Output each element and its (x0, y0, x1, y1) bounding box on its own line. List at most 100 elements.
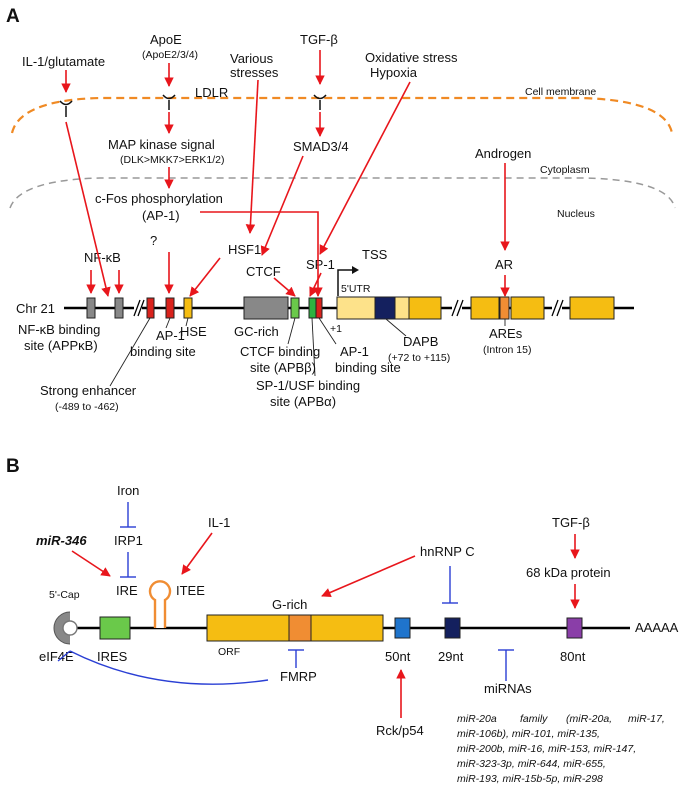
nfkb-site-box-2 (114, 297, 124, 319)
sp1-site-line2: site (APBα) (270, 394, 336, 409)
tss-arrow-icon (337, 269, 352, 296)
ap1-label: (AP-1) (142, 208, 180, 223)
strong-enhancer-box (146, 297, 155, 319)
strong-enhancer-label: Strong enhancer (40, 383, 137, 398)
ctcf-site-box (290, 297, 300, 319)
tgfb-label-b: TGF-β (552, 515, 590, 530)
cap-icon (62, 620, 78, 636)
mirna-l4: miR-323-3p, miR-644, miR-655, (457, 758, 606, 770)
nuclear-membrane-curve (9, 177, 676, 209)
utr-box (336, 296, 376, 320)
cell-membrane-label: Cell membrane (525, 86, 596, 98)
ap1-site2-line2: binding site (335, 360, 401, 375)
question-mark: ? (150, 233, 157, 248)
gc-rich-label: GC-rich (234, 324, 279, 339)
hypoxia-label: Hypoxia (370, 65, 418, 80)
ldlr-label: LDLR (195, 85, 228, 100)
nfkb-site-box-1 (86, 297, 96, 319)
nt80-box (566, 617, 583, 639)
cfos-label: c-Fos phosphorylation (95, 191, 223, 206)
ctcf-site-line2: site (APBβ) (250, 360, 316, 375)
fmrp-label: FMRP (280, 669, 317, 684)
nt50-box (394, 617, 411, 639)
ap1-site-line1: AP-1 (156, 328, 185, 343)
mirna-l5: miR-193, miR-15b-5p, miR-298 (457, 773, 603, 785)
il1-glutamate-label: IL-1/glutamate (22, 54, 105, 69)
ap1-site2-line1: AP-1 (340, 344, 369, 359)
panel-b: B Iron IRP1 miR-346 IL-1 IRE ITEE 5'-Cap… (6, 456, 679, 785)
utr-box-2 (394, 296, 410, 320)
grich-label: G-rich (272, 597, 307, 612)
dapb-range: (+72 to +115) (388, 352, 450, 364)
cytoplasm-label: Cytoplasm (540, 164, 590, 176)
panel-b-letter: B (6, 456, 20, 477)
mirnas-label: miRNAs (484, 681, 532, 696)
ctcf-site-line1: CTCF binding (240, 344, 320, 359)
tgfb-receptor-icon (313, 94, 327, 110)
nt80-label: 80nt (560, 649, 586, 664)
mapk-label: MAP kinase signal (108, 137, 215, 152)
il1-receptor-icon (59, 100, 73, 117)
exon-box-3 (510, 296, 545, 320)
iron-label: Iron (117, 483, 139, 498)
nucleus-label: Nucleus (557, 208, 595, 220)
nt50-label: 50nt (385, 649, 411, 664)
ire-label: IRE (116, 583, 138, 598)
mirna-l2: miR-106b), miR-101, miR-135, (457, 728, 600, 740)
orf-label: ORF (218, 646, 240, 658)
strong-enhancer-range: (-489 to -462) (55, 401, 119, 413)
irp1-label: IRP1 (114, 533, 143, 548)
mirna-l1a: miR-20a (457, 713, 497, 725)
panel-a: A Cell membrane Cytoplasm Nucleus IL-1/g… (6, 6, 676, 413)
gc-rich-box (243, 296, 289, 320)
panel-b-inhibitions (57, 502, 514, 685)
mirna-l1c: (miR-20a, (566, 713, 612, 725)
androgen-label: Androgen (475, 146, 531, 161)
itee-label: ITEE (176, 583, 205, 598)
apoe-subtypes-label: (ApoE2/3/4) (142, 49, 198, 61)
protein68-label: 68 kDa protein (526, 565, 611, 580)
chr21-label: Chr 21 (16, 301, 55, 316)
exon-box-2 (470, 296, 500, 320)
il1-label-b: IL-1 (208, 515, 230, 530)
tgfb-label: TGF-β (300, 32, 338, 47)
ap1-site-box (165, 297, 175, 319)
various-label: Various (230, 51, 274, 66)
grich-box (288, 614, 312, 642)
nfkb-label: NF-κB (84, 250, 121, 265)
nt29-box (444, 617, 461, 639)
hnrnp-label: hnRNP C (420, 544, 475, 559)
hse-box (183, 297, 193, 319)
mirna-l1d: miR-17, (628, 713, 665, 725)
mirna-l1b: family (520, 713, 548, 725)
nfkb-site-line1: NF-κB binding (18, 322, 100, 337)
dapb-box (374, 296, 396, 320)
nt29-label: 29nt (438, 649, 464, 664)
stresses-label: stresses (230, 65, 279, 80)
ares-label: AREs (489, 326, 523, 341)
ares-box (499, 296, 510, 320)
tss-label: TSS (362, 247, 388, 262)
cell-membrane-curve (10, 96, 674, 134)
itee-stem-loop (148, 580, 172, 628)
hsf1-label: HSF1 (228, 242, 261, 257)
sp1-label: SP-1 (306, 257, 335, 272)
mir346-label: miR-346 (36, 533, 87, 548)
mapk-sub-label: (DLK>MKK7>ERK1/2) (120, 154, 224, 166)
eif4e-icon (53, 611, 71, 645)
panel-a-letter: A (6, 6, 20, 27)
gene-breaks (133, 299, 564, 317)
plus-one-label: +1 (330, 323, 342, 335)
panel-b-arrows (71, 532, 580, 718)
apoe-label: ApoE (150, 32, 182, 47)
exon-box-4 (569, 296, 615, 320)
ar-label: AR (495, 257, 513, 272)
ldlr-receptor-icon (162, 94, 176, 110)
mirna-list: miR-20a family (miR-20a, miR-17, miR-106… (457, 713, 665, 785)
ap1-site-line2: binding site (130, 344, 196, 359)
utr-label: 5'UTR (341, 283, 371, 295)
eif4e-label: eIF4E (39, 649, 74, 664)
polya-label: AAAAA (635, 620, 679, 635)
ap1-site-box-2 (315, 297, 323, 319)
